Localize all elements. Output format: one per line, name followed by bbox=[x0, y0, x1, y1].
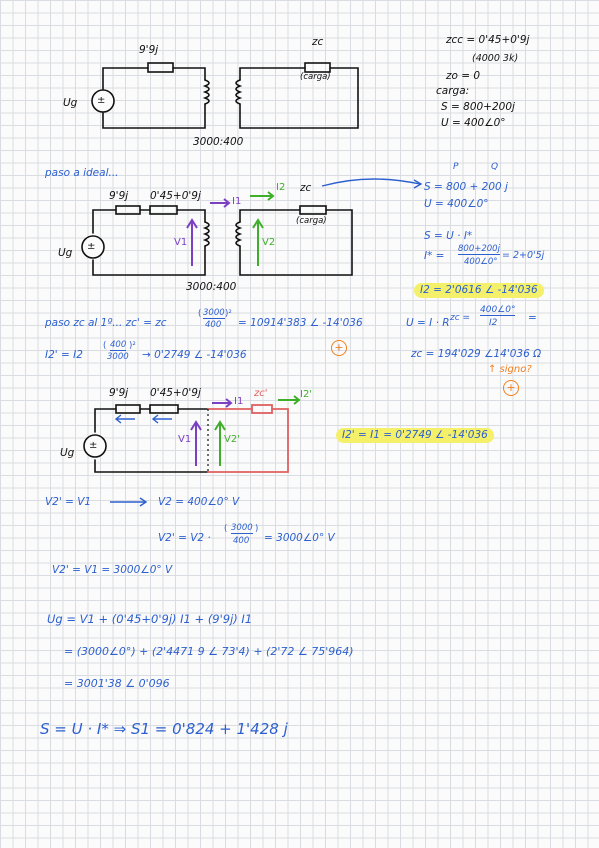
c2-v1-label: V1 bbox=[174, 237, 188, 248]
eq-v2p-v1: V2' = V1 bbox=[45, 496, 92, 508]
reflect-line1: paso zc al 1º... zc' = zc bbox=[45, 317, 167, 329]
eq-frac-num: 3000 bbox=[231, 523, 253, 534]
eq-ug-2: = (3000∠0°) + (2'4471 9 ∠ 73'4) + (2'72 … bbox=[64, 645, 354, 658]
c2-i1-label: I1 bbox=[232, 196, 242, 207]
c2-zcc-label: 0'45+0'9j bbox=[150, 190, 201, 202]
c3-current-equation: I2' = I1 = 0'2749 ∠ -14'036 bbox=[336, 428, 494, 443]
reflect-line1-result: = 10914'383 ∠ -14'036 bbox=[238, 317, 363, 329]
reflect2-paren-open: ( bbox=[103, 341, 107, 351]
eq-paren-open: ( bbox=[224, 524, 228, 534]
rc-i-star-result: = 2+0'5j bbox=[502, 250, 545, 261]
given-s: S = 800+200j bbox=[441, 101, 515, 113]
given-u: U = 400∠0° bbox=[441, 117, 506, 129]
rc-zc-num: 400∠0° bbox=[480, 305, 516, 316]
c2-v2-label: V2 bbox=[262, 237, 276, 248]
c3-i1-label: I1 bbox=[234, 396, 244, 407]
rc-s-formula: S = U · I* bbox=[424, 230, 473, 242]
c1-carga-label: (carga) bbox=[300, 72, 331, 82]
reflect-frac-den: 400 bbox=[205, 320, 222, 330]
rc-s: S = 800 + 200 j bbox=[424, 181, 508, 193]
rc-zc-tail: = bbox=[528, 312, 537, 324]
reflect-frac2-num: 400 bbox=[110, 340, 127, 351]
reflect2-paren-close: )² bbox=[129, 341, 136, 351]
reflect-plus-circle: + bbox=[331, 340, 347, 356]
c2-ug-label: Ug bbox=[58, 247, 73, 259]
rc-ohm: U = I · R bbox=[406, 317, 450, 329]
eq-frac-den: 400 bbox=[233, 536, 250, 546]
c3-i2prime-label: I2' bbox=[300, 389, 313, 400]
rc-zc-den: I2 bbox=[489, 318, 498, 328]
reflect-frac-num: 3000 bbox=[203, 308, 225, 319]
reflect-line2-result: → 0'2749 ∠ -14'036 bbox=[142, 349, 247, 361]
c1-zline-label: 9'9j bbox=[139, 44, 159, 56]
given-base: (4000 3k) bbox=[472, 53, 519, 64]
rc-zc-eq: zc = bbox=[450, 313, 471, 323]
rc-plus-circle: + bbox=[503, 380, 519, 396]
ideal-title: paso a ideal... bbox=[45, 167, 119, 179]
rc-signo-note: ↑ signo? bbox=[488, 364, 532, 375]
c3-zcc-label: 0'45+0'9j bbox=[150, 387, 201, 399]
eq-paren-close: ) bbox=[255, 524, 259, 534]
c3-v1-label: V1 bbox=[178, 434, 192, 445]
rc-q-label: Q bbox=[491, 162, 499, 172]
eq-ug-1: Ug = V1 + (0'45+0'9j) I1 + (9'9j) I1 bbox=[47, 612, 253, 626]
reflect-frac2-den: 3000 bbox=[107, 352, 129, 362]
c2-zline-label: 9'9j bbox=[109, 190, 129, 202]
c1-ratio-label: 3000:400 bbox=[193, 136, 244, 148]
eq-power-final: S = U · I* ⇒ S1 = 0'824 + 1'428 j bbox=[40, 720, 288, 738]
rc-i2-highlight: I2 = 2'0616 ∠ -14'036 bbox=[414, 283, 544, 298]
c2-ratio-label: 3000:400 bbox=[186, 281, 237, 293]
c2-source-symbol: ± bbox=[87, 241, 96, 252]
c3-ug-label: Ug bbox=[60, 447, 75, 459]
reflect-line2: I2' = I2 bbox=[45, 349, 83, 361]
reflect-paren-open: ( bbox=[198, 309, 202, 319]
c3-zcprime-label: zc' bbox=[254, 388, 268, 399]
eq-v2p-final: V2' = V1 = 3000∠0° V bbox=[52, 564, 173, 576]
eq-v2p-result: = 3000∠0° V bbox=[264, 532, 335, 544]
c1-zc-label: zc bbox=[312, 36, 324, 48]
given-carga: carga: bbox=[436, 85, 470, 97]
given-zcc: zcc = 0'45+0'9j bbox=[446, 34, 530, 46]
rc-p-label: P bbox=[453, 162, 459, 172]
c1-source-symbol: ± bbox=[97, 95, 106, 106]
reflect-paren-close: )² bbox=[225, 309, 232, 319]
rc-zc-result: zc = 194'029 ∠14'036 Ω bbox=[411, 348, 542, 360]
rc-i-star: I* = bbox=[424, 250, 445, 262]
c2-carga-label: (carga) bbox=[296, 216, 327, 226]
rc-i-num: 800+200j bbox=[458, 244, 500, 255]
c2-i2-label: I2 bbox=[276, 182, 286, 193]
c2-zc-label: zc bbox=[300, 182, 312, 194]
rc-i-den: 400∠0° bbox=[464, 257, 498, 267]
c3-zline-label: 9'9j bbox=[109, 387, 129, 399]
rc-u: U = 400∠0° bbox=[424, 198, 489, 210]
eq-ug-3: = 3001'38 ∠ 0'096 bbox=[64, 677, 170, 690]
given-zo: zo = 0 bbox=[446, 70, 481, 82]
c3-source-symbol: ± bbox=[89, 440, 98, 451]
c1-ug-label: Ug bbox=[63, 97, 78, 109]
eq-v2p-formula: V2' = V2 · bbox=[158, 532, 211, 544]
eq-v2-value: V2 = 400∠0° V bbox=[158, 496, 240, 508]
c3-v2prime-label: V2' bbox=[224, 434, 240, 445]
